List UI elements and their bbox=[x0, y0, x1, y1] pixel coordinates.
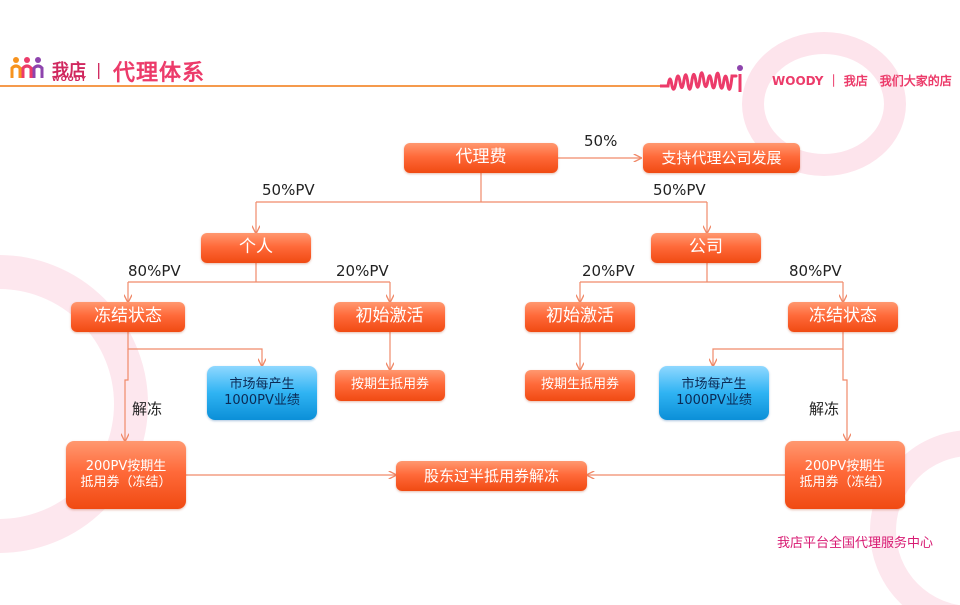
footer-text: 我店平台全国代理服务中心 bbox=[777, 536, 934, 551]
node-frozen-right: 冻结状态 bbox=[788, 302, 898, 332]
node-voucher-right: 按期生抵用券 bbox=[525, 370, 635, 401]
node-agent-fee: 代理费 bbox=[404, 143, 558, 173]
node-pv200-right: 200PV按期生 抵用券（冻结） bbox=[785, 441, 905, 509]
woody-logo-icon bbox=[10, 57, 44, 78]
node-support-company: 支持代理公司发展 bbox=[643, 143, 800, 173]
label-pct-ind-frozen: 80%PV bbox=[128, 262, 181, 280]
edge-company-split bbox=[580, 263, 843, 283]
brand-name: 我店 bbox=[52, 61, 86, 81]
header-separator: | bbox=[96, 60, 102, 79]
node-market-pv-left: 市场每产生 1000PV业绩 bbox=[207, 366, 317, 420]
edge-fee-split bbox=[256, 173, 707, 203]
label-pct-co-initial: 20%PV bbox=[582, 262, 635, 280]
edge-frozen-left-market bbox=[127, 332, 262, 366]
node-shareholder-unfreeze: 股东过半抵用券解冻 bbox=[396, 461, 587, 491]
header-divider-line bbox=[0, 85, 660, 87]
label-pct-ind-initial: 20%PV bbox=[336, 262, 389, 280]
edge-frozen-right-market bbox=[713, 332, 844, 366]
node-initial-right: 初始激活 bbox=[525, 302, 635, 332]
label-pct-company: 50%PV bbox=[653, 181, 706, 199]
header-slogan: WOODY ｜ 我店 我们大家的店 bbox=[772, 74, 952, 88]
label-pct-support: 50% bbox=[584, 132, 618, 150]
node-voucher-left: 按期生抵用券 bbox=[335, 370, 445, 401]
node-frozen-left: 冻结状态 bbox=[71, 302, 185, 332]
edge-frozen-left-pv200 bbox=[125, 349, 128, 441]
node-pv200-left: 200PV按期生 抵用券（冻结） bbox=[66, 441, 186, 509]
label-pct-individual: 50%PV bbox=[262, 181, 315, 199]
node-individual: 个人 bbox=[201, 233, 311, 263]
squiggle-logo-icon bbox=[660, 65, 743, 92]
label-unfreeze-left: 解冻 bbox=[132, 400, 163, 418]
edge-individual-split bbox=[128, 263, 390, 283]
label-unfreeze-right: 解冻 bbox=[809, 400, 840, 418]
node-market-pv-right: 市场每产生 1000PV业绩 bbox=[659, 366, 769, 420]
label-pct-co-frozen: 80%PV bbox=[789, 262, 842, 280]
page-title: 代理体系 bbox=[113, 61, 206, 86]
brand-english: WOODY bbox=[52, 75, 87, 83]
node-initial-left: 初始激活 bbox=[334, 302, 445, 332]
edge-frozen-right-pv200 bbox=[842, 349, 847, 441]
node-company: 公司 bbox=[651, 233, 761, 263]
